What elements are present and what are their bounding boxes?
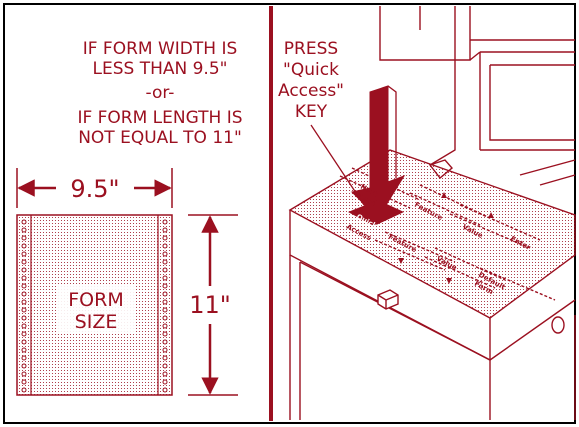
tractor-hole: [21, 291, 27, 297]
tractor-hole: [162, 331, 168, 337]
condition-line-2: LESS THAN 9.5": [93, 59, 228, 79]
instruction-text: PRESS "Quick Access" KEY: [278, 39, 365, 206]
tractor-hole: [21, 243, 27, 249]
tractor-hole: [162, 347, 168, 353]
tractor-hole: [21, 379, 27, 385]
condition-line-5: NOT EQUAL TO 11": [78, 128, 242, 148]
left-panel: IF FORM WIDTH IS LESS THAN 9.5" -or- IF …: [16, 39, 243, 396]
tractor-hole: [21, 371, 27, 377]
tractor-hole: [21, 323, 27, 329]
condition-line-4: IF FORM LENGTH IS: [77, 108, 242, 128]
instruction-line-1: PRESS: [284, 39, 338, 59]
printer-column: [429, 6, 456, 166]
tractor-hole: [162, 219, 168, 225]
printer-back-left: [379, 6, 471, 61]
tractor-hole: [162, 299, 168, 305]
tractor-hole: [21, 331, 27, 337]
tractor-hole: [162, 387, 168, 393]
condition-line-1: IF FORM WIDTH IS: [83, 39, 238, 59]
form-label-line-1: FORM: [68, 289, 123, 311]
tractor-hole: [21, 315, 27, 321]
tractor-hole: [21, 363, 27, 369]
length-label: 11": [189, 291, 231, 319]
instruction-line-3: Access": [278, 81, 344, 101]
outer-frame: [3, 3, 576, 424]
tractor-hole: [162, 235, 168, 241]
tractor-hole: [21, 251, 27, 257]
tractor-hole: [21, 307, 27, 313]
press-arrow-icon: [351, 85, 406, 219]
tractor-hole: [162, 323, 168, 329]
tractor-hole: [162, 371, 168, 377]
paper-slot-inner: [489, 64, 575, 141]
tractor-hole: [21, 235, 27, 241]
tractor-holes-right: [162, 219, 168, 393]
tractor-hole: [21, 219, 27, 225]
tractor-hole: [21, 387, 27, 393]
tractor-hole: [162, 275, 168, 281]
tractor-hole: [162, 227, 168, 233]
length-dimension: 11": [188, 214, 238, 396]
width-dimension: 9.5": [16, 168, 173, 208]
tractor-hole: [162, 283, 168, 289]
tractor-hole: [162, 259, 168, 265]
tractor-hole: [21, 259, 27, 265]
tractor-hole: [21, 267, 27, 273]
tractor-hole: [162, 355, 168, 361]
tractor-hole: [162, 307, 168, 313]
tractor-holes-left: [21, 219, 27, 393]
tractor-hole: [21, 275, 27, 281]
indicator-hole: [551, 316, 565, 334]
quick-access-key: [348, 200, 404, 226]
tractor-hole: [162, 339, 168, 345]
tractor-hole: [21, 299, 27, 305]
center-divider: [269, 6, 273, 421]
form-label-line-2: SIZE: [75, 311, 118, 333]
tractor-hole: [162, 251, 168, 257]
instruction-line-4: KEY: [295, 102, 328, 122]
tractor-hole: [21, 227, 27, 233]
tractor-hole: [162, 291, 168, 297]
condition-line-3: -or-: [146, 83, 175, 103]
instruction-line-2: "Quick: [283, 60, 339, 80]
tractor-hole: [162, 379, 168, 385]
tractor-hole: [21, 339, 27, 345]
tractor-hole: [162, 363, 168, 369]
tractor-hole: [162, 315, 168, 321]
tractor-hole: [162, 267, 168, 273]
form-sheet: FORM SIZE: [16, 214, 173, 396]
control-panel: [288, 149, 576, 319]
tractor-hole: [21, 283, 27, 289]
width-label: 9.5": [70, 175, 119, 203]
tractor-hole: [162, 243, 168, 249]
tractor-hole: [21, 347, 27, 353]
tractor-hole: [21, 355, 27, 361]
